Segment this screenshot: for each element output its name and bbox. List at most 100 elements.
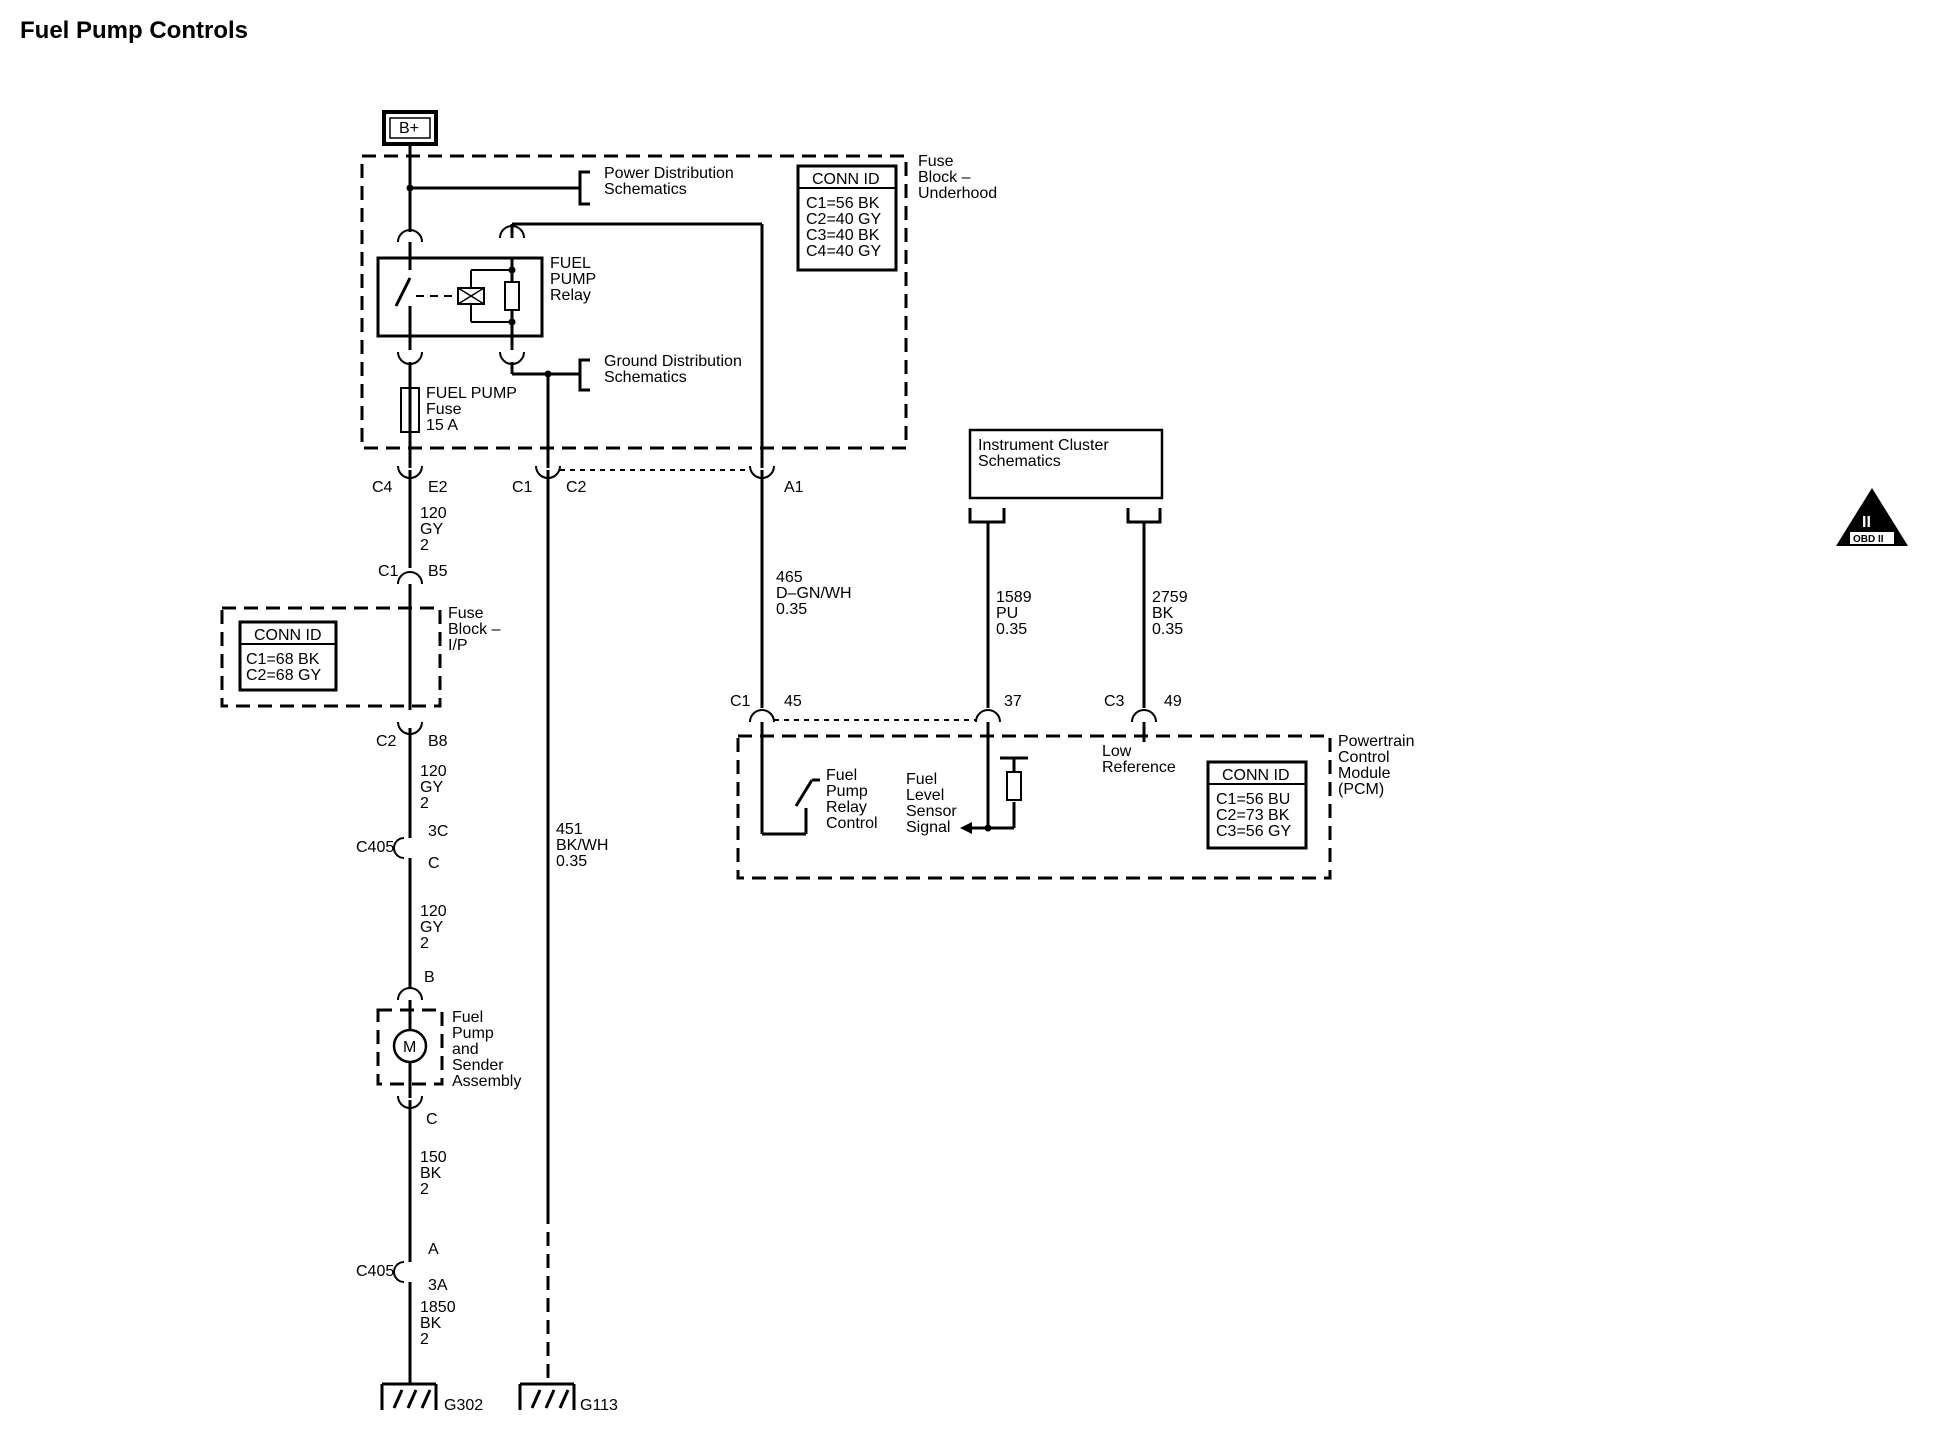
pcm-outline — [736, 734, 1332, 880]
svg-text:2: 2 — [420, 795, 429, 812]
pin-a: A — [428, 1241, 439, 1258]
wire-120-gy-1: 120 GY 2 — [420, 505, 447, 554]
svg-text:II: II — [1862, 514, 1871, 531]
svg-text:M: M — [403, 1039, 416, 1056]
wire-1850-bk: 1850 BK 2 — [420, 1299, 456, 1348]
svg-text:Powertrain: Powertrain — [1338, 733, 1414, 750]
pin-b5: B5 — [428, 563, 448, 580]
svg-text:Fuse: Fuse — [448, 605, 484, 622]
conn-id-pcm: CONN ID C1=56 BU C2=73 BK C3=56 GY — [1206, 760, 1308, 850]
svg-text:C4: C4 — [372, 479, 393, 496]
svg-text:Relay: Relay — [550, 287, 591, 304]
svg-text:C1: C1 — [730, 693, 751, 710]
svg-text:(PCM): (PCM) — [1338, 781, 1384, 798]
connector-c405-1: C405 — [356, 839, 394, 856]
svg-text:1589: 1589 — [996, 589, 1032, 606]
connector-c405-2: C405 — [356, 1263, 394, 1280]
svg-text:Sensor: Sensor — [906, 803, 957, 820]
pin-c1-fb: C1 — [378, 563, 399, 580]
svg-text:Sender: Sender — [452, 1057, 504, 1074]
svg-text:C1=68 BK: C1=68 BK — [246, 651, 320, 668]
svg-text:2: 2 — [420, 537, 429, 554]
svg-text:BK: BK — [420, 1165, 442, 1182]
svg-text:465: 465 — [776, 569, 803, 586]
instrument-cluster-box — [968, 428, 1164, 500]
svg-text:GY: GY — [420, 919, 443, 936]
ground-g113: G113 — [518, 1382, 618, 1414]
svg-text:G113: G113 — [580, 1397, 618, 1414]
svg-text:Signal: Signal — [906, 819, 950, 836]
pcm-fuel-level-label: Fuel Level Sensor Signal — [906, 771, 957, 836]
svg-text:Ground Distribution: Ground Distribution — [604, 353, 742, 370]
svg-text:Relay: Relay — [826, 799, 867, 816]
fuel-pump-relay — [376, 256, 544, 338]
svg-text:C1=56 BU: C1=56 BU — [1216, 791, 1290, 808]
svg-text:Underhood: Underhood — [918, 185, 997, 202]
svg-text:CONN ID: CONN ID — [254, 627, 322, 644]
svg-text:BK: BK — [1152, 605, 1174, 622]
svg-text:Fuel: Fuel — [452, 1009, 483, 1026]
fuel-pump-relay-label: FUEL PUMP Relay — [550, 255, 596, 304]
svg-text:Schematics: Schematics — [604, 369, 687, 386]
svg-text:A1: A1 — [784, 479, 804, 496]
svg-text:Pump: Pump — [826, 783, 868, 800]
wire-150-bk: 150 BK 2 — [420, 1149, 447, 1198]
svg-text:C2=40 GY: C2=40 GY — [806, 211, 881, 228]
svg-text:120: 120 — [420, 763, 447, 780]
fuse-block-underhood-outline — [360, 154, 908, 450]
svg-text:Low: Low — [1102, 743, 1132, 760]
wire-120-gy-3: 120 GY 2 — [420, 903, 447, 952]
svg-text:C2=68 GY: C2=68 GY — [246, 667, 321, 684]
svg-text:PUMP: PUMP — [550, 271, 596, 288]
svg-text:Instrument Cluster: Instrument Cluster — [978, 437, 1109, 454]
pin-b: B — [424, 969, 435, 986]
svg-text:E2: E2 — [428, 479, 448, 496]
svg-text:0.35: 0.35 — [556, 853, 587, 870]
svg-text:C3=56 GY: C3=56 GY — [1216, 823, 1291, 840]
svg-text:Pump: Pump — [452, 1025, 494, 1042]
svg-text:Block –: Block – — [448, 621, 501, 638]
svg-text:FUEL: FUEL — [550, 255, 591, 272]
power-distribution-label: Power Distribution Schematics — [604, 165, 734, 198]
svg-text:C1=56 BK: C1=56 BK — [806, 195, 880, 212]
ground-distribution-label: Ground Distribution Schematics — [604, 353, 742, 386]
svg-text:C4=40 GY: C4=40 GY — [806, 243, 881, 260]
svg-text:Control: Control — [1338, 749, 1390, 766]
svg-text:GY: GY — [420, 779, 443, 796]
svg-text:Control: Control — [826, 815, 878, 832]
svg-text:Schematics: Schematics — [978, 453, 1061, 470]
pin-c2-fb: C2 — [376, 733, 397, 750]
svg-text:C3: C3 — [1104, 693, 1125, 710]
svg-text:PU: PU — [996, 605, 1018, 622]
svg-text:and: and — [452, 1041, 479, 1058]
svg-text:CONN ID: CONN ID — [1222, 767, 1290, 784]
pcm-relay-control-label: Fuel Pump Relay Control — [826, 767, 878, 832]
svg-text:FUEL PUMP: FUEL PUMP — [426, 385, 517, 402]
fuse-block-ip-outline — [220, 606, 442, 708]
svg-text:Assembly: Assembly — [452, 1073, 521, 1090]
battery-terminal: B+ — [382, 110, 438, 146]
svg-text:Module: Module — [1338, 765, 1391, 782]
svg-text:G302: G302 — [444, 1397, 483, 1414]
conn-id-underhood: CONN ID C1=56 BK C2=40 GY C3=40 BK C4=40… — [796, 164, 898, 272]
svg-text:Schematics: Schematics — [604, 181, 687, 198]
connector-labels-underhood: C4 E2 C1 C2 A1 — [372, 479, 804, 496]
svg-text:Block –: Block – — [918, 169, 971, 186]
svg-text:Power Distribution: Power Distribution — [604, 165, 734, 182]
svg-text:2: 2 — [420, 1331, 429, 1348]
wire-465-dgnwh: 465 D–GN/WH 0.35 — [776, 569, 852, 618]
svg-text:CONN ID: CONN ID — [812, 171, 880, 188]
wire-2759-bk: 2759 BK 0.35 — [1152, 589, 1188, 638]
conn-id-ip: CONN ID C1=68 BK C2=68 GY — [238, 620, 338, 692]
connector-labels-pcm: C1 45 37 C3 49 — [730, 693, 1182, 710]
fuel-pump-assembly-label: Fuel Pump and Sender Assembly — [452, 1009, 521, 1090]
svg-text:451: 451 — [556, 821, 583, 838]
svg-text:37: 37 — [1004, 693, 1022, 710]
fuse-block-underhood-label: Fuse Block – Underhood — [918, 153, 997, 202]
svg-text:1850: 1850 — [420, 1299, 456, 1316]
pcm-low-reference-label: Low Reference — [1102, 743, 1176, 776]
svg-text:Level: Level — [906, 787, 944, 804]
svg-text:B+: B+ — [399, 120, 419, 137]
svg-text:I/P: I/P — [448, 637, 468, 654]
svg-text:120: 120 — [420, 505, 447, 522]
